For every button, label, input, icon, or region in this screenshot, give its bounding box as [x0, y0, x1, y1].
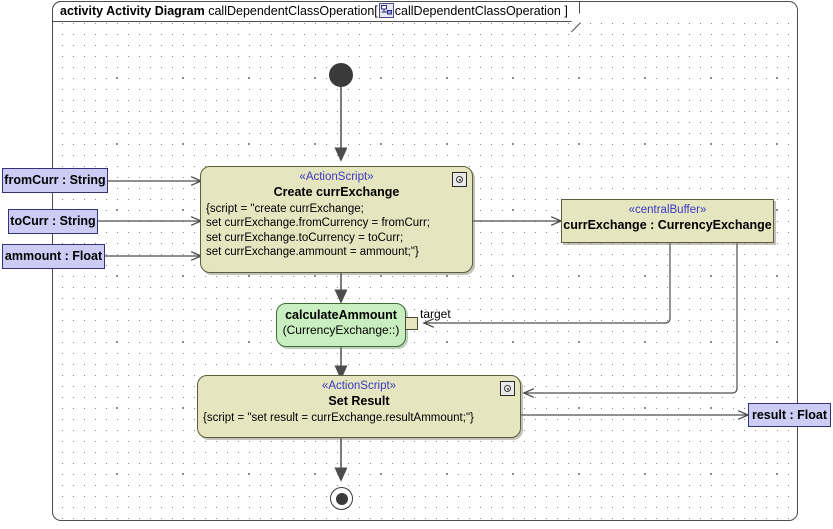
- frame-qualified-name: callDependentClassOperation: [394, 4, 561, 18]
- header-corner-cut: [571, 13, 580, 22]
- script-badge-icon[interactable]: [500, 381, 515, 396]
- buffer-stereotype: «centralBuffer»: [628, 204, 707, 216]
- badge-dot: [458, 178, 461, 181]
- frame-bracket-close: ]: [564, 4, 568, 18]
- action-stereotype: «ActionScript»: [321, 380, 397, 392]
- parameter-label: ammount : Float: [4, 249, 103, 264]
- parameter-label: result : Float: [751, 407, 827, 422]
- initial-node[interactable]: [329, 63, 353, 87]
- parameter-node-fromcurr[interactable]: fromCurr : String: [2, 168, 108, 193]
- central-buffer-node[interactable]: «centralBuffer» currExchange : CurrencyE…: [561, 199, 774, 243]
- action-script-line-1: set currExchange.fromCurrency = fromCurr…: [206, 217, 430, 230]
- frame-header: activity Activity Diagram callDependentC…: [52, 1, 581, 33]
- action-stereotype: «ActionScript»: [299, 171, 374, 183]
- script-badge-icon[interactable]: [452, 172, 467, 187]
- action-create-currexchange[interactable]: «ActionScript» Create currExchange {scri…: [200, 166, 473, 273]
- action-script-line-2: set currExchange.toCurrency = toCurr;: [206, 231, 404, 244]
- parameter-label: fromCurr : String: [4, 173, 106, 188]
- badge-dot: [506, 387, 509, 390]
- call-operation-calculateammount[interactable]: calculateAmmount (CurrencyExchange::): [276, 303, 406, 347]
- action-script-line-0: {script = "set result = currExchange.res…: [203, 412, 474, 424]
- parameter-node-tocurr[interactable]: toCurr : String: [8, 209, 98, 234]
- frame-name: callDependentClassOperation: [208, 4, 375, 18]
- action-title: Create currExchange: [273, 185, 400, 199]
- activity-diagram-icon: [378, 3, 394, 18]
- frame-keyword: activity Activity Diagram: [60, 4, 205, 18]
- buffer-label: currExchange : CurrencyExchange: [563, 218, 772, 232]
- action-set-result[interactable]: «ActionScript» Set Result {script = "set…: [197, 375, 521, 438]
- target-pin[interactable]: [405, 317, 418, 330]
- activity-final-inner: [335, 492, 348, 505]
- action-title: Set Result: [328, 394, 390, 408]
- parameter-node-result[interactable]: result : Float: [748, 403, 831, 427]
- badge-ring: [456, 176, 463, 183]
- badge-ring: [504, 385, 511, 392]
- action-script-line-0: {script = "create currExchange;: [206, 203, 364, 215]
- action-script-line-3: set currExchange.ammount = ammount;"}: [206, 246, 419, 259]
- frame-bracket-open: [: [374, 4, 378, 18]
- target-pin-label: target: [420, 307, 451, 321]
- call-operation-subtitle: (CurrencyExchange::): [282, 323, 400, 337]
- call-operation-title: calculateAmmount: [285, 308, 397, 322]
- parameter-label: toCurr : String: [10, 214, 96, 229]
- parameter-node-ammount[interactable]: ammount : Float: [2, 244, 105, 269]
